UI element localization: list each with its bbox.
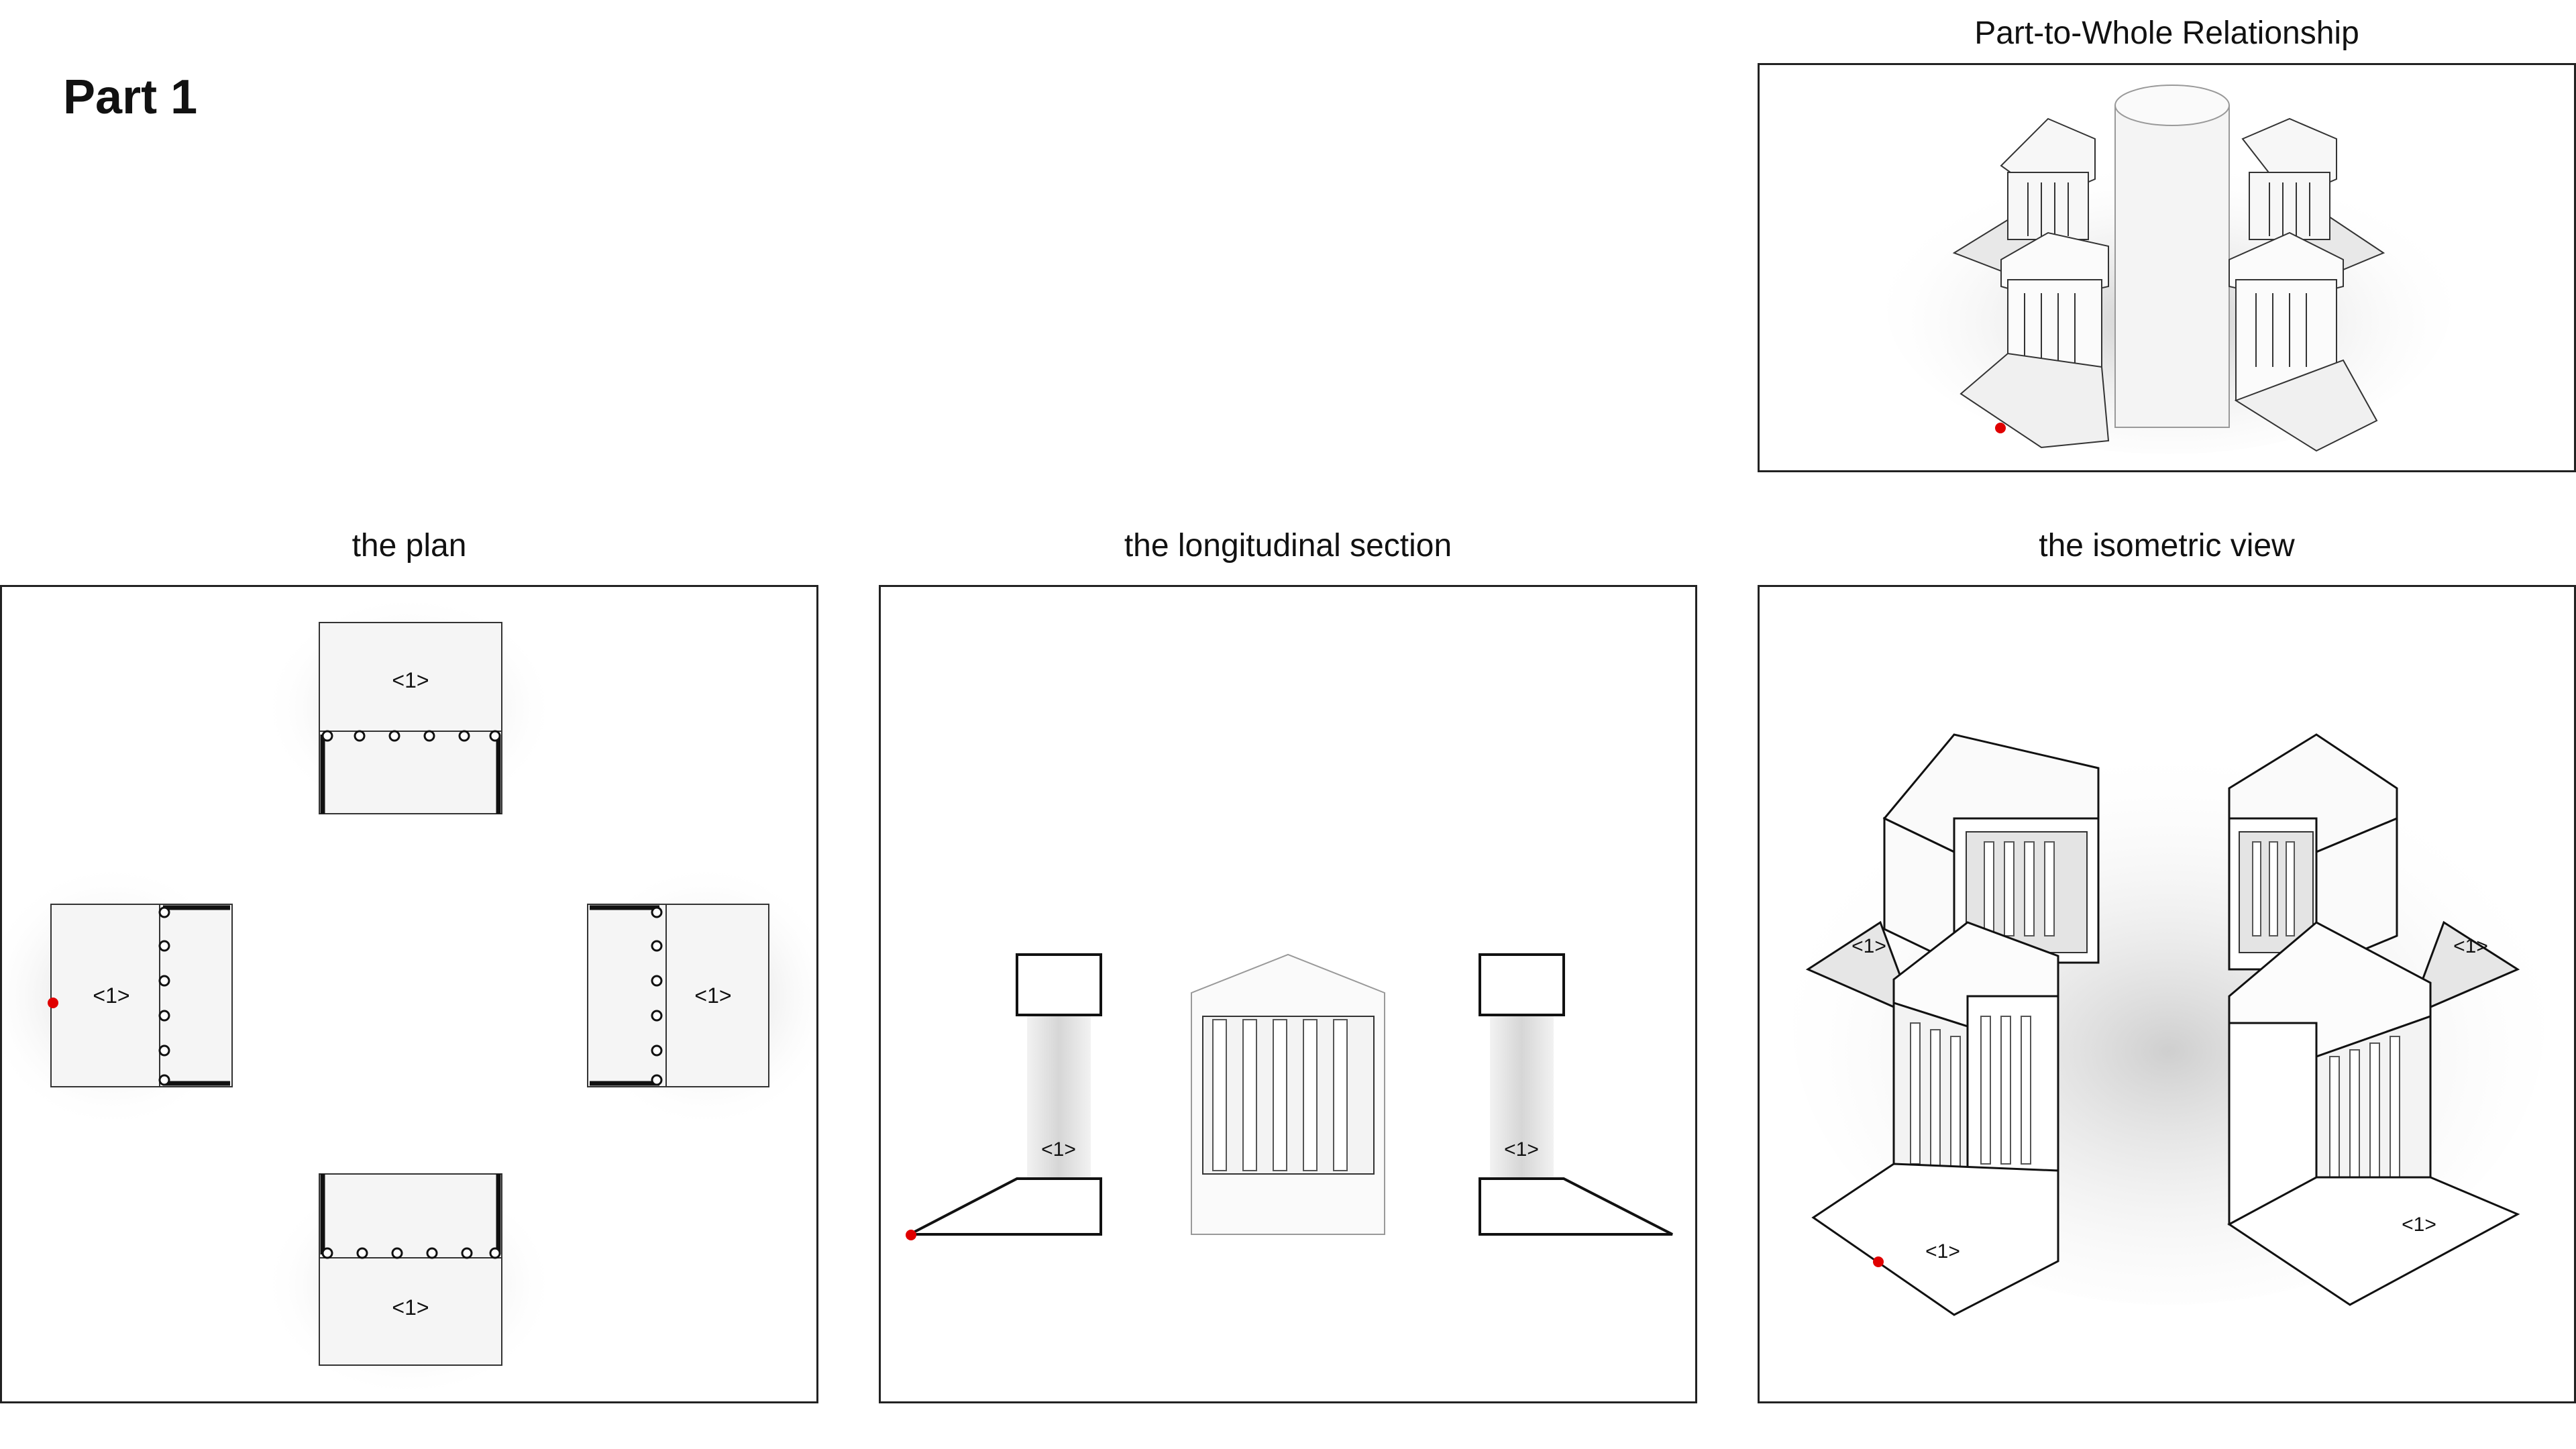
section-label-left: <1> [1041, 1138, 1076, 1161]
plan-panel: <1> <1> <1> [0, 585, 818, 1403]
iso-panel-title: the isometric view [2039, 528, 2295, 564]
part-to-whole-drawing [1887, 85, 2451, 454]
section-right-element [1479, 953, 1673, 1236]
section-left-element [909, 953, 1102, 1236]
plan-unit-left [50, 904, 233, 1087]
pavilion-front-right [2229, 231, 2378, 452]
iso-label-back-left: <1> [1851, 935, 1886, 957]
plan-label-top: <1> [392, 668, 429, 692]
central-drum [2114, 85, 2230, 428]
iso-label-front-left: <1> [1925, 1240, 1960, 1263]
pavilion-back-left [2000, 117, 2096, 240]
section-panel: <1> <1> [879, 585, 1697, 1403]
plan-unit-top [319, 622, 502, 814]
iso-wing-left [1805, 920, 1917, 1018]
section-label-right: <1> [1504, 1138, 1539, 1161]
iso-pavilion-back-left [1882, 733, 2100, 965]
origin-marker [906, 1230, 916, 1240]
iso-label-back-right: <1> [2453, 935, 2488, 957]
plan-drawing: <1> <1> <1> [2, 594, 816, 1399]
iso-pavilion-front-left [1811, 921, 2059, 1316]
section-drawing: <1> <1> [906, 953, 1673, 1240]
plan-unit-right [587, 904, 769, 1087]
origin-marker [48, 998, 58, 1008]
origin-marker [1873, 1256, 1884, 1267]
whole-panel-title: Part-to-Whole Relationship [1974, 15, 2359, 51]
iso-wing-right [2407, 920, 2520, 1018]
plan-label-bottom: <1> [392, 1295, 429, 1320]
pavilion-back-right [2241, 117, 2337, 240]
origin-marker [1995, 423, 2006, 433]
plan-panel-title: the plan [352, 528, 467, 564]
pavilion-front-left [1960, 231, 2110, 449]
iso-drawing: <1> <1> [1793, 733, 2544, 1316]
iso-panel: <1> <1> [1758, 585, 2576, 1403]
section-central-elevation [1191, 953, 1385, 1235]
iso-pavilion-front-right [2227, 921, 2520, 1306]
plan-label-right: <1> [694, 983, 731, 1008]
page-heading: Part 1 [63, 70, 198, 124]
section-panel-title: the longitudinal section [1124, 528, 1452, 564]
part-to-whole-panel [1758, 63, 2576, 472]
plan-unit-bottom [319, 1173, 502, 1366]
plan-label-left: <1> [93, 983, 129, 1008]
iso-label-front-right: <1> [2402, 1214, 2436, 1236]
